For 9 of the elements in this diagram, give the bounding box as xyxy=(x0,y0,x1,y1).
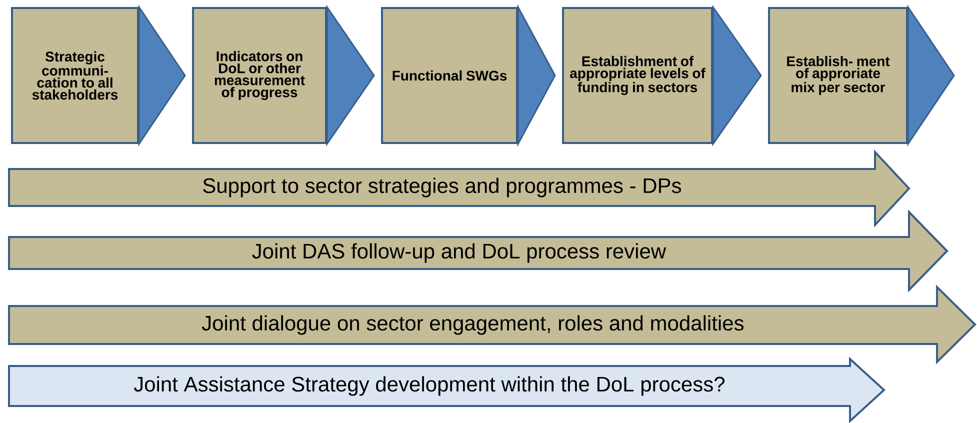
arrow-band: Joint Assistance Strategy development within the DoL process? xyxy=(8,356,886,423)
arrow-band: Support to sector strategies and programmes - DPs xyxy=(8,149,910,228)
arrow-band: Joint DAS follow-up and DoL process review xyxy=(8,210,948,292)
step-box: Establishment of appropriate levels of funding in sectors xyxy=(562,7,713,144)
step-box: Strategic communi- cation to all stakeholders xyxy=(11,7,139,144)
arrow-band: Joint dialogue on sector engagement, roles and modalities xyxy=(8,284,976,364)
step-box: Indicators on DoL or other measurement of progress xyxy=(192,7,327,144)
step-box: Establish- ment of approriate mix per sector xyxy=(768,7,908,144)
step-box: Functional SWGs xyxy=(381,7,518,144)
